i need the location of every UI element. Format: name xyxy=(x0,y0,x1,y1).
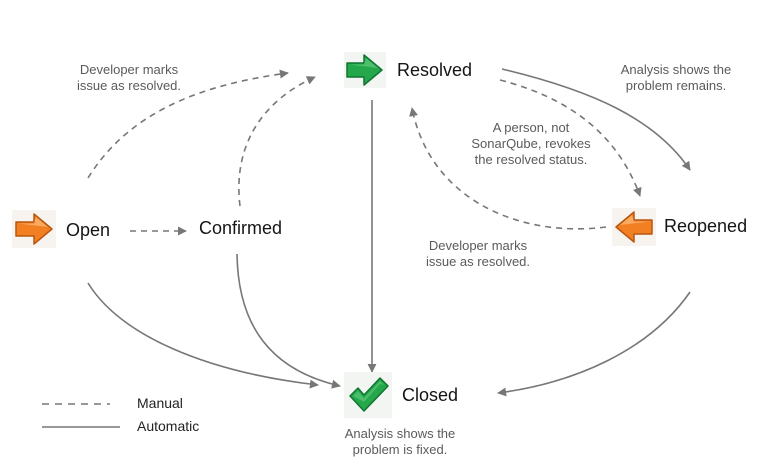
note-developer-marks-mid: Developer marks issue as resolved. xyxy=(425,238,531,269)
legend-automatic-label: Automatic xyxy=(137,418,200,434)
reopened-to-closed-automatic xyxy=(497,291,691,397)
note-developer-marks-top: Developer marks issue as resolved. xyxy=(76,62,182,93)
note-person-revokes: A person, not SonarQube, revokes the res… xyxy=(471,120,591,167)
state-reopened: Reopened xyxy=(664,216,748,236)
legend-manual-label: Manual xyxy=(137,395,183,411)
note-analysis-fixed: Analysis shows the problem is fixed. xyxy=(344,426,456,457)
confirmed-to-resolved-manual xyxy=(238,76,316,207)
resolved-to-reopened-manual xyxy=(499,79,642,197)
state-open: Open xyxy=(66,220,111,240)
note-analysis-remains: Analysis shows the problem remains. xyxy=(620,62,732,93)
green-checkmark-icon xyxy=(344,372,392,418)
state-resolved: Resolved xyxy=(397,60,473,80)
open-to-closed-automatic xyxy=(87,282,319,389)
open-to-resolved-manual xyxy=(87,69,289,179)
resolved-to-reopened-automatic xyxy=(501,68,691,171)
orange-right-arrow-icon xyxy=(12,210,56,248)
confirmed-to-closed-automatic xyxy=(236,253,341,389)
state-closed: Closed xyxy=(402,385,459,405)
orange-left-arrow-icon xyxy=(612,208,656,246)
state-confirmed: Confirmed xyxy=(199,218,283,238)
reopened-to-resolved-manual xyxy=(409,107,607,230)
green-right-arrow-icon xyxy=(344,52,386,88)
